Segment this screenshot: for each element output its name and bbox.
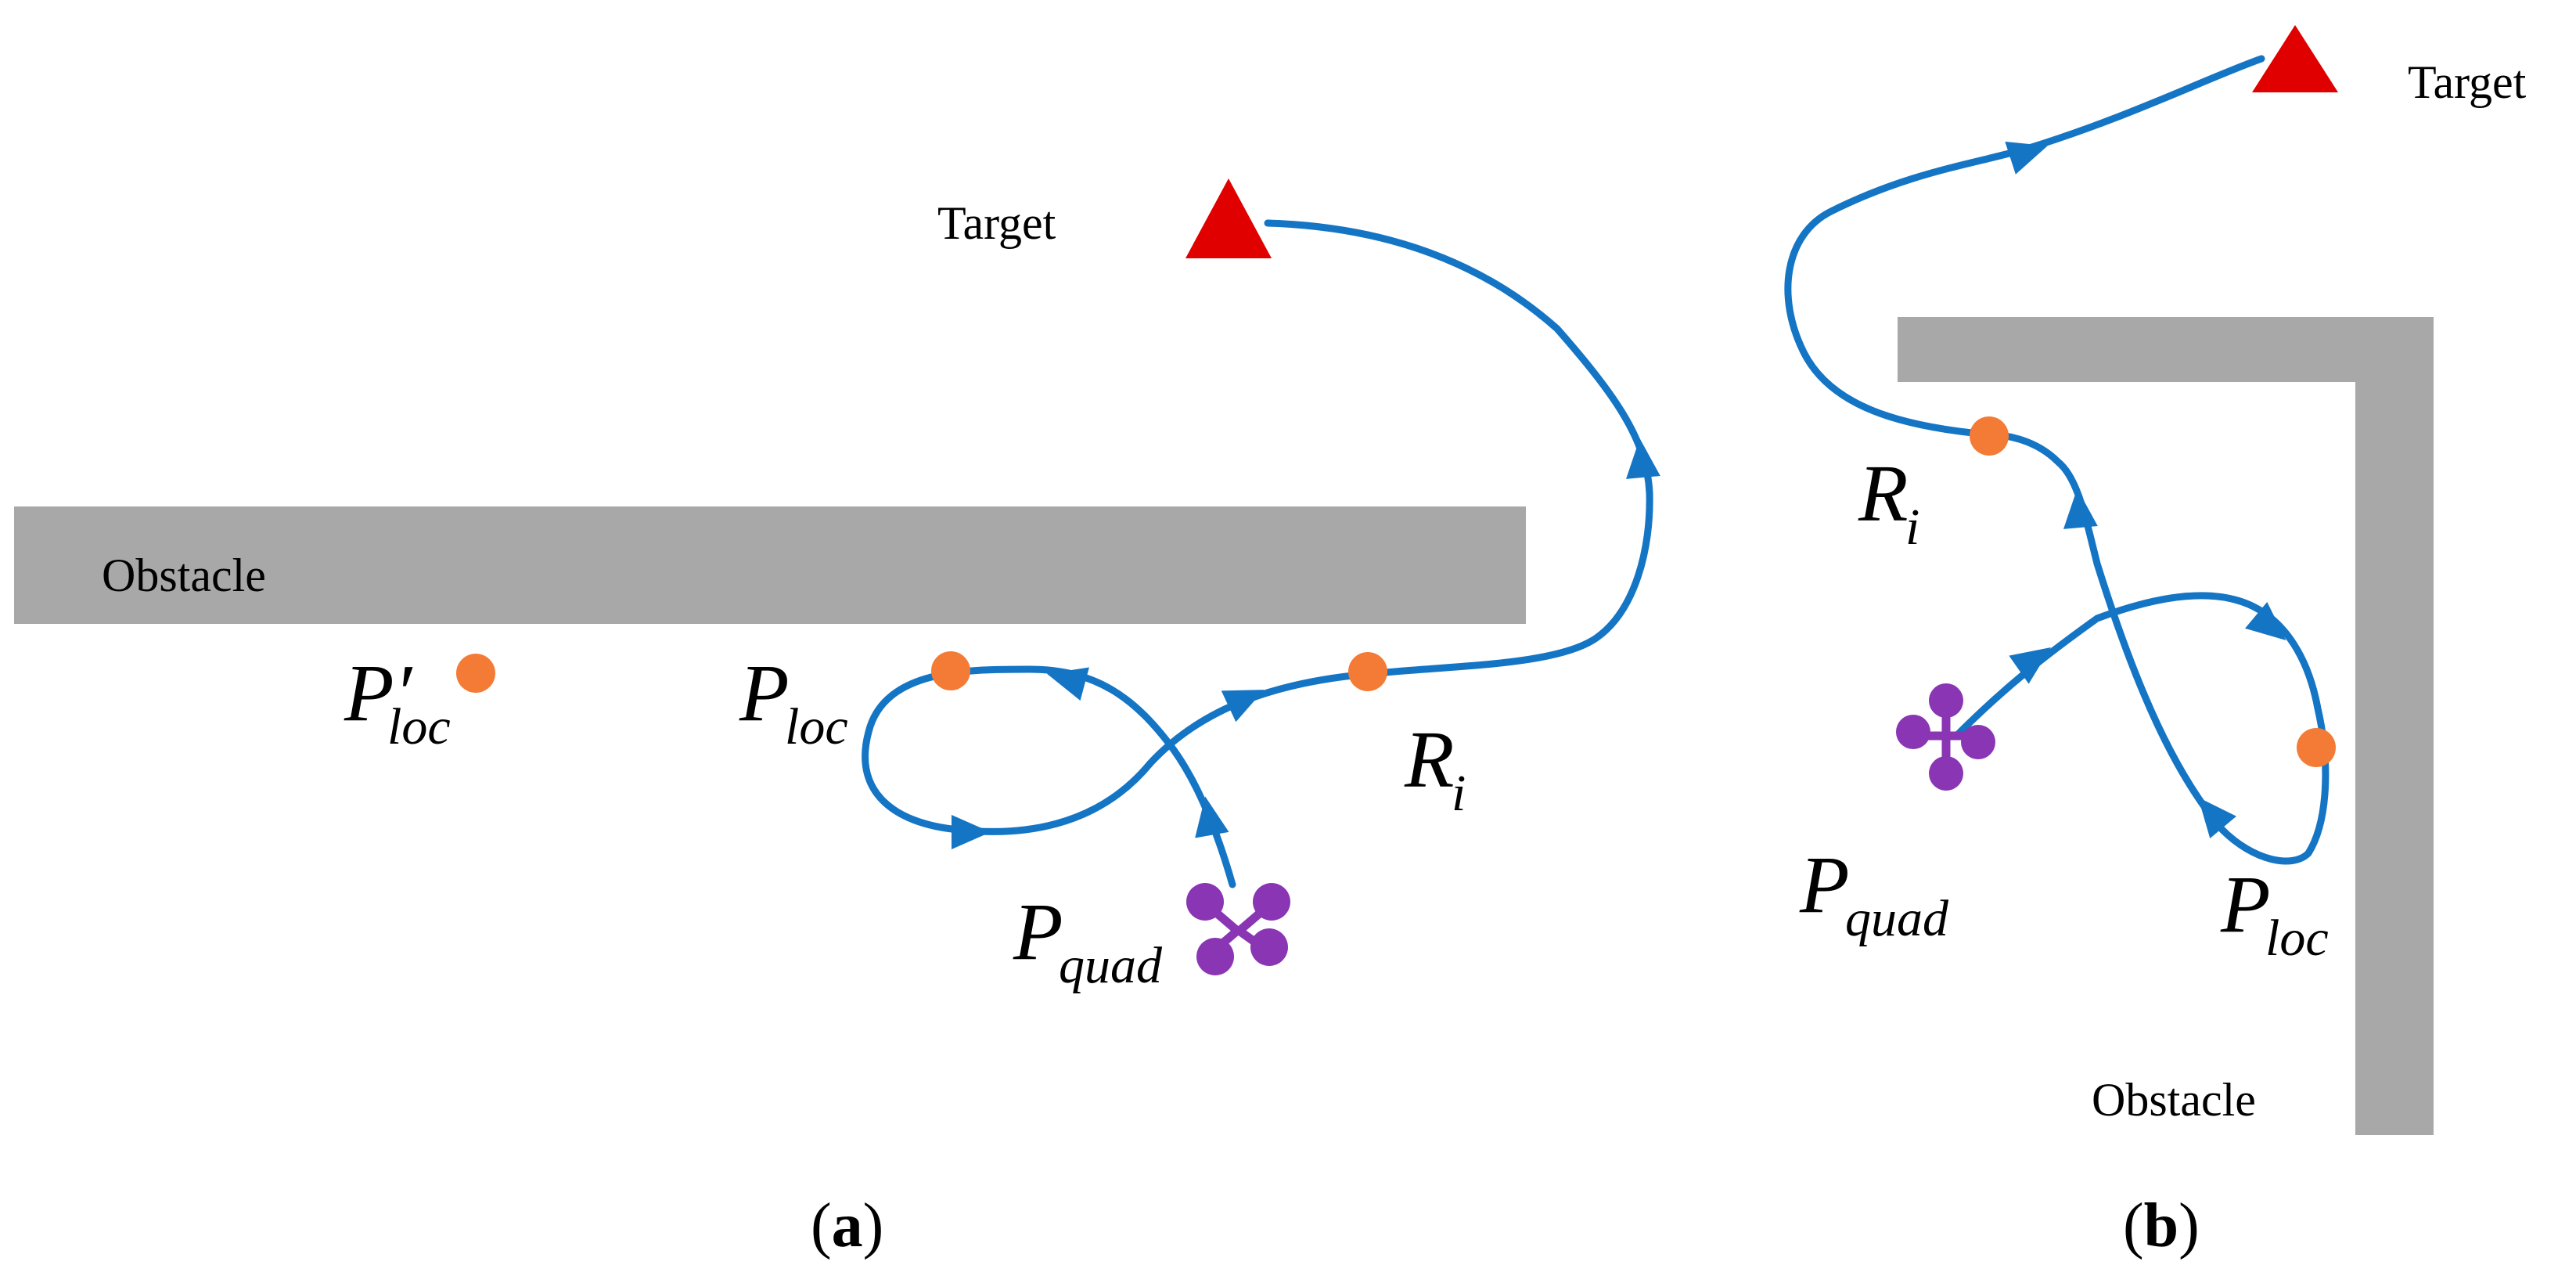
path-arrow-a4 <box>1221 674 1272 723</box>
point-p-loc-b <box>2297 728 2336 767</box>
point-p-loc-a <box>931 651 970 690</box>
quadrotor-icon-a <box>1186 883 1290 975</box>
path-arrow-b5 <box>2005 129 2053 175</box>
target-label-a: Target <box>937 197 1056 249</box>
caption-b: (b) <box>2123 1191 2200 1260</box>
panel-b: Obstacle Target R i P quad <box>1784 25 2527 1260</box>
label-r-i-b: R i <box>1858 449 1919 556</box>
path-arrow-a3 <box>952 815 991 849</box>
label-p-loc-prime: P′ loc <box>344 648 451 755</box>
path-arrow-a2 <box>1042 657 1089 701</box>
point-p-loc-prime <box>456 654 495 693</box>
path-a <box>862 219 1653 888</box>
path-arrow-b4 <box>2060 487 2098 529</box>
label-r-i-a: R i <box>1404 715 1466 822</box>
target-a <box>1185 178 1272 258</box>
panel-a: Obstacle Target P′ loc P loc <box>14 178 1660 1260</box>
target-label-b: Target <box>2408 56 2527 108</box>
obstacle-label-a: Obstacle <box>102 550 266 601</box>
path-b <box>1784 55 2330 865</box>
label-p-quad-b: P quad <box>1799 840 1949 947</box>
obstacle-label-b: Obstacle <box>2092 1074 2256 1126</box>
path-arrow-a5 <box>1622 437 1660 479</box>
label-p-loc-b: P loc <box>2220 860 2329 967</box>
point-r-i-b <box>1970 416 2009 456</box>
obstacle-b-horizontal <box>1898 317 2367 382</box>
obstacle-b-vertical <box>2355 317 2434 1135</box>
label-p-loc-a: P loc <box>739 648 848 755</box>
obstacle-a <box>14 506 1526 624</box>
quadrotor-icon-b <box>1896 683 1995 791</box>
caption-a: (a) <box>811 1191 883 1260</box>
point-r-i-a <box>1348 652 1387 691</box>
target-b <box>2252 25 2338 92</box>
label-p-quad-a: P quad <box>1013 887 1163 994</box>
path-arrow-a1 <box>1188 793 1229 838</box>
